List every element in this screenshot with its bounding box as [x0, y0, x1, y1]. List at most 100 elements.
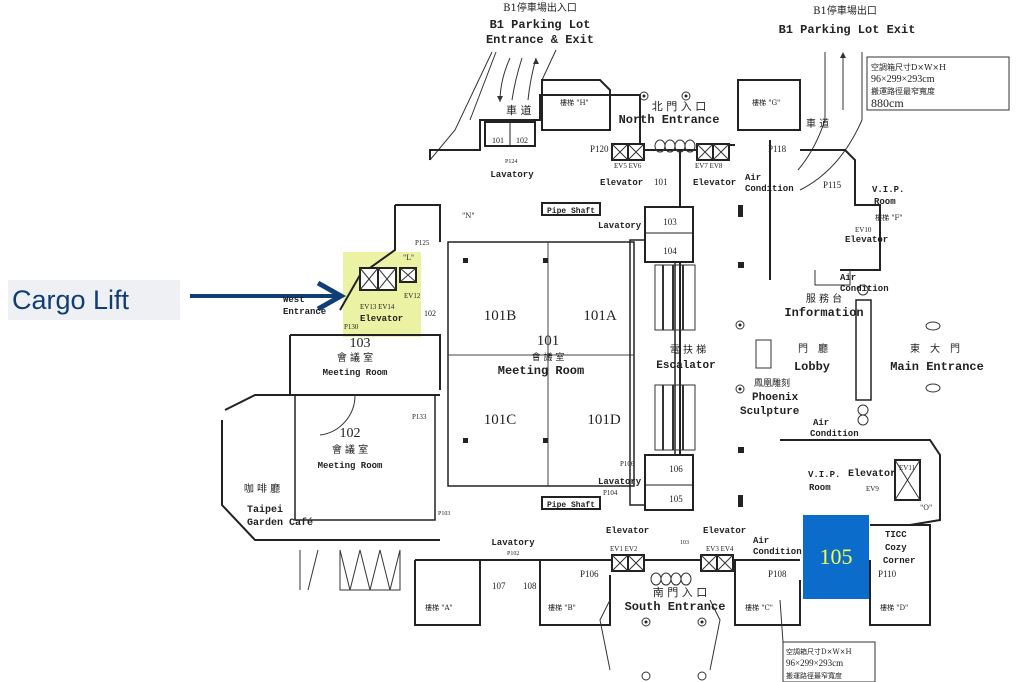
ev9-elevator-label: Elevator: [848, 468, 896, 480]
west-entrance-line2: Entrance: [283, 307, 326, 317]
center-lavatory-bottom: Lavatory: [598, 477, 642, 487]
south-aircon-1: Air: [753, 536, 769, 546]
driveway-right-zh: 車 道: [806, 117, 829, 130]
ev1-ev2-label: EV1 EV2: [610, 545, 638, 553]
pipe-shaft-top: Pipe Shaft: [541, 202, 601, 216]
cozy-corner-line2: Cozy: [885, 543, 907, 553]
room-101b: 101B: [484, 308, 517, 324]
lavatory-107: 107: [492, 581, 506, 591]
columns: [463, 91, 941, 681]
north-aircon-2: Condition: [745, 184, 794, 194]
south-lavatory-label: Lavatory: [491, 538, 535, 548]
p115-label: P115: [823, 180, 842, 190]
room-101c: 101C: [484, 412, 517, 428]
p106-label: P106: [580, 569, 599, 579]
lobby-en: Lobby: [794, 360, 830, 374]
p120-label: P120: [590, 144, 609, 154]
room-105-highlight[interactable]: 105: [803, 515, 869, 599]
east-aircon-1: Air: [840, 273, 856, 283]
ev7-ev8-elevator-label: Elevator: [693, 178, 736, 188]
vip-top-line2: Room: [874, 197, 896, 207]
north-lav-101: 101: [492, 136, 504, 145]
p130-label: P130: [344, 323, 359, 331]
dim-bottom-line3: 搬運路徑最窄寬度: [786, 671, 842, 680]
room-101d: 101D: [587, 412, 621, 428]
stair-o-label: "O": [920, 504, 932, 512]
lavatory-box-bottom: [644, 454, 694, 511]
cafe-en-2: Garden Café: [247, 517, 313, 529]
ev12-label: EV12: [404, 292, 421, 300]
p104-label: P104: [603, 489, 618, 497]
ev5-ev6-elevator-label: Elevator: [600, 178, 643, 188]
b1-exit-zh: B1停車場出口: [813, 4, 877, 17]
driveway-zh: 車 道: [506, 103, 532, 117]
dim-bottom-line1: 空調箱尺寸D×W×H: [786, 647, 852, 656]
dimension-note-top: 空調箱尺寸D×W×H 96×299×293cm 搬運路徑最窄寬度 880cm: [866, 56, 1010, 111]
stair-f-label: 樓梯 "F": [875, 213, 903, 222]
stair-b-label: 樓梯 "B": [548, 603, 576, 612]
ev3-ev4-elevator-label: Elevator: [703, 526, 746, 536]
ev10-label: EV10: [855, 226, 872, 234]
ev3-ev4-label: EV3 EV4: [706, 545, 734, 553]
escalator-stairs-bottom: [654, 384, 696, 451]
vip-bottom-line2: Room: [809, 483, 831, 493]
ev13-ev14-elevator-label: Elevator: [360, 314, 403, 324]
west-entrance-line1: West: [283, 295, 305, 305]
ev10-elevator-label: Elevator: [845, 235, 888, 245]
south-aircon-2: Condition: [753, 547, 802, 557]
north-entrance-en: North Entrance: [619, 113, 720, 127]
lavatory-108: 108: [523, 581, 537, 591]
p106-center-label: P106: [620, 460, 635, 468]
stair-h-label: 樓梯 "H": [560, 98, 589, 107]
room-101: 101: [537, 333, 560, 349]
room-102-en: Meeting Room: [318, 461, 383, 471]
south-entrance-en: South Entrance: [625, 600, 726, 614]
ev9-label: EV9: [866, 485, 879, 493]
room-103-zh: 會 議 室: [337, 351, 373, 364]
escalator-en: Escalator: [656, 360, 715, 372]
cafe-zh: 咖 啡 廳: [244, 482, 280, 495]
p133-label: P133: [412, 413, 427, 421]
pipe-shaft-top-label: Pipe Shaft: [547, 207, 595, 216]
escalator-zh: 電 扶 梯: [670, 343, 706, 356]
dim-top-line1: 空調箱尺寸D×W×H: [871, 62, 946, 72]
north-lavatory-label: Lavatory: [490, 170, 534, 180]
b1-exit-en: B1 Parking Lot Exit: [779, 23, 916, 37]
pipe-shaft-bottom-label: Pipe Shaft: [547, 501, 595, 510]
lavatory-104: 104: [663, 246, 677, 256]
cargo-lift-callout: Cargo Lift: [8, 280, 180, 320]
south-lav-p102: P102: [507, 551, 519, 557]
cafe-en-1: Taipei: [247, 504, 283, 516]
cozy-corner-line1: TICC: [885, 530, 907, 540]
revolving-doors: [650, 139, 869, 586]
door-101-label: 101: [654, 177, 668, 187]
lavatory-106: 106: [669, 464, 683, 474]
stair-a-label: 樓梯 "A": [425, 603, 453, 612]
phoenix-en-2: Sculpture: [740, 406, 800, 418]
room-101-zh: 會 議 室: [532, 351, 565, 363]
vip-top-line1: V.I.P.: [872, 185, 904, 195]
phoenix-zh: 鳳凰雕刻: [754, 377, 790, 389]
cozy-corner-line3: Corner: [883, 556, 915, 566]
ev1-ev2-elevator-label: Elevator: [606, 526, 649, 536]
information-zh: 服 務 台: [806, 292, 842, 305]
ev11-label: EV11: [899, 464, 916, 472]
room-103-en: Meeting Room: [323, 368, 388, 378]
p125-label: P125: [415, 239, 430, 247]
information-counter: [814, 270, 851, 286]
information-en: Information: [784, 306, 863, 320]
main-entrance-en: Main Entrance: [890, 360, 984, 374]
stair-d-label: 樓梯 "D": [880, 603, 908, 612]
se-aircon-2: Condition: [810, 429, 859, 439]
phoenix-en-1: Phoenix: [752, 392, 799, 404]
vip-bottom-line1: V.I.P.: [808, 470, 840, 480]
p110-label: P110: [878, 569, 897, 579]
door-103-label: 103: [680, 540, 689, 546]
door-102-label: 102: [424, 309, 436, 318]
north-lav-p124: P124: [505, 159, 517, 165]
p108-label: P108: [768, 569, 787, 579]
pipe-shaft-bottom: Pipe Shaft: [541, 496, 601, 510]
room-102: 102: [340, 426, 361, 441]
p118-label: P118: [768, 144, 787, 154]
elevator-boxes: [359, 143, 921, 572]
